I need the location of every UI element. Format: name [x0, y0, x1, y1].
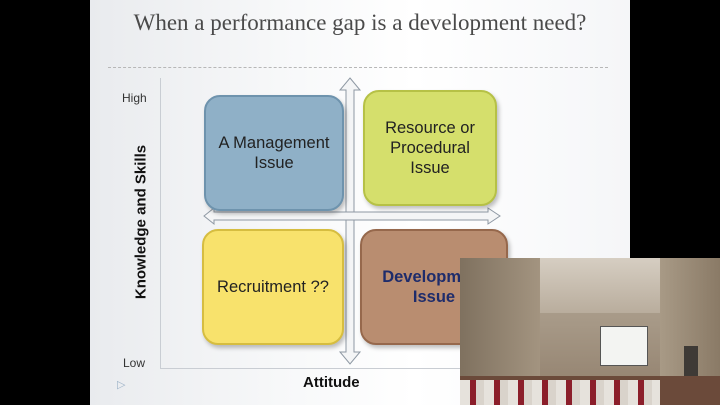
y-axis-high-label: High	[122, 91, 147, 105]
x-axis-title: Attitude	[303, 374, 360, 391]
quadrant-recruitment: Recruitment ??	[202, 229, 344, 345]
projector-screen	[600, 326, 648, 366]
y-axis-low-label: Low	[123, 356, 146, 370]
y-axis-line	[160, 78, 161, 368]
quadrant-label: Recruitment ??	[217, 278, 329, 296]
quadrant-management-issue: A Management Issue	[204, 95, 344, 211]
title-divider	[108, 67, 608, 68]
presentation-slide: When a performance gap is a development …	[90, 0, 630, 405]
quadrant-label: Development Issue	[382, 268, 486, 306]
quadrant-resource-procedural-issue: Resource or Procedural Issue	[363, 90, 497, 206]
x-axis-line	[160, 368, 545, 369]
vertical-double-arrow-icon	[338, 77, 362, 365]
lecture-room-video-overlay[interactable]	[460, 258, 720, 405]
audience-seats	[460, 380, 660, 405]
room-door	[684, 346, 698, 380]
slide-title: When a performance gap is a development …	[133, 10, 587, 35]
quadrant-arrows	[203, 77, 501, 365]
quadrant-label: Resource or Procedural Issue	[385, 119, 475, 177]
quadrant-label: A Management Issue	[218, 134, 330, 172]
horizontal-double-arrow-icon	[203, 206, 501, 226]
play-triangle-icon[interactable]: ▷	[117, 379, 126, 391]
